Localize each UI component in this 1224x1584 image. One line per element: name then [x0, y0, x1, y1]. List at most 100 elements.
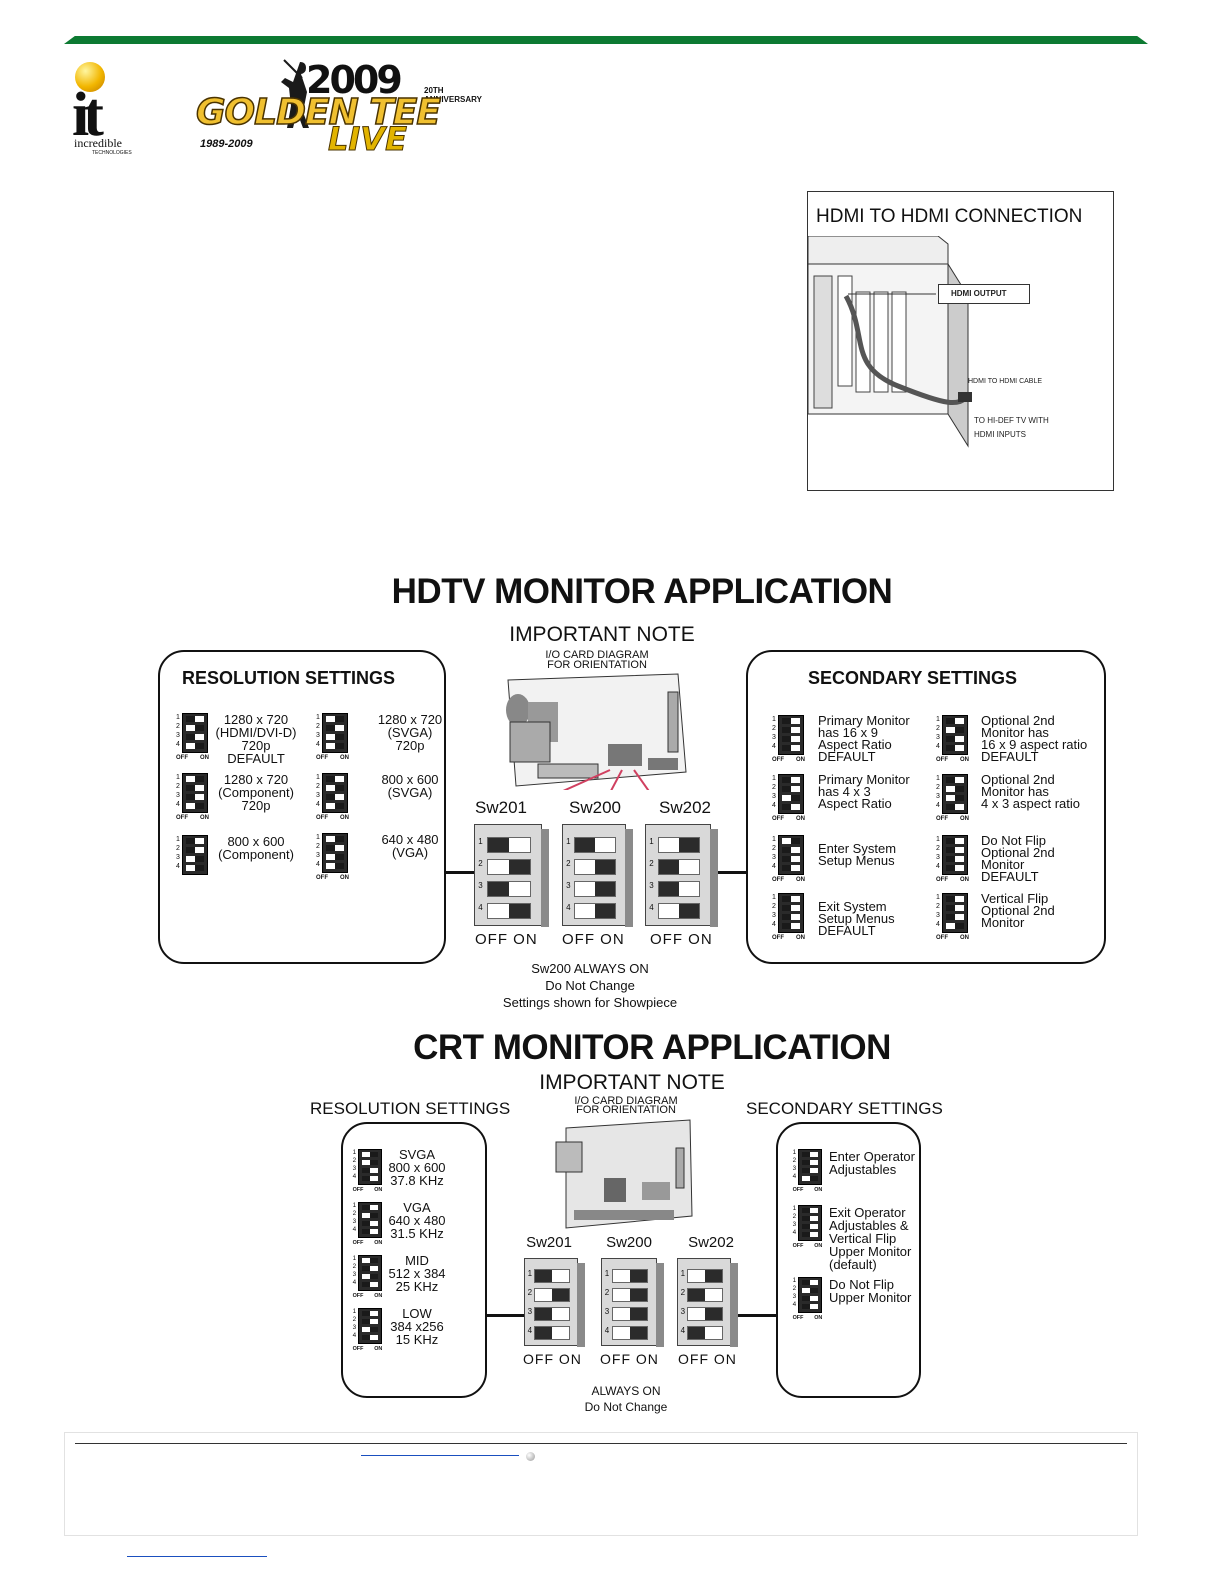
dip-knob [195, 776, 204, 782]
dip-slot [361, 1221, 378, 1227]
hdmi-title: HDMI TO HDMI CONNECTION [816, 206, 1083, 227]
dip-number: 4 [792, 1229, 797, 1237]
dip-number: 2 [316, 723, 320, 730]
dip-number: 4 [792, 1173, 797, 1181]
dip-knob [782, 896, 791, 902]
dip-number: 1 [316, 714, 320, 721]
hdtv-resolution-text: 1280 x 720 [223, 712, 289, 727]
dip-on-label: ON [200, 815, 209, 821]
hdtv-secondary-text: Setup Menus [818, 853, 895, 868]
dip-number: 3 [772, 734, 776, 741]
footer-link[interactable] [361, 1455, 519, 1456]
dip-knob [782, 923, 791, 929]
dip-slot [186, 803, 204, 809]
hdtv-resolution-title: RESOLUTION SETTINGS [182, 668, 396, 688]
dip-number: 2 [352, 1157, 357, 1164]
dip-slot [326, 803, 344, 809]
crt-switch-label-sw202: Sw202 [688, 1234, 734, 1251]
dip-number: 3 [792, 1221, 797, 1229]
hdmi-illustration [808, 236, 972, 448]
crt-offon-sw202: OFF ON [678, 1351, 737, 1367]
dip-slot [186, 776, 204, 782]
dip-number: 2 [772, 903, 776, 910]
hdtv-resolution-text: 720p [241, 738, 271, 753]
hdtv-resolution-text: 1280 x 720 [377, 712, 443, 727]
hdtv-resolution-text: (SVGA) [387, 725, 433, 740]
dip-number: 4 [176, 741, 180, 748]
dip-slot [946, 923, 964, 929]
dip-knob [801, 1215, 810, 1222]
dip-knob [195, 803, 204, 809]
dip-number: 4 [772, 863, 776, 870]
dip-number: 4 [316, 801, 320, 808]
dip-switch-icon [322, 833, 348, 873]
dip-on-label: ON [960, 877, 969, 883]
dip-knob [335, 785, 344, 791]
dip-on-label: ON [814, 1315, 823, 1322]
hdtv-secondary-text: Aspect Ratio [818, 796, 892, 811]
crt-resolution-title: RESOLUTION SETTINGS [310, 1099, 511, 1118]
dip-slot [782, 795, 800, 801]
hdtv-secondary-text: Optional 2nd [981, 903, 1055, 918]
crt-caption-2: Do Not Change [584, 1400, 668, 1414]
dip-knob [782, 865, 791, 871]
dip-knob [195, 743, 204, 749]
dip-number: 2 [316, 783, 320, 790]
switch-number: 2 [478, 859, 483, 868]
dip-slot [801, 1304, 818, 1310]
dip-number: 3 [792, 1293, 797, 1301]
switch-slot [611, 1269, 649, 1284]
dip-slot [326, 725, 344, 731]
bottom-link[interactable] [127, 1556, 267, 1557]
dip-number: 3 [936, 912, 940, 919]
crt-switch-label-sw201: Sw201 [526, 1234, 572, 1251]
hdtv-secondary-text: DEFAULT [818, 749, 876, 764]
dip-knob [335, 854, 344, 860]
dip-slot [946, 727, 964, 733]
dip-number: 1 [936, 775, 940, 782]
switch-slot [574, 837, 616, 853]
dip-off-label: OFF [792, 1315, 804, 1322]
dip-knob [809, 1287, 818, 1294]
dip-knob [326, 845, 335, 851]
switch-slot [534, 1288, 570, 1303]
dip-knob [335, 836, 344, 842]
dip-number: 2 [792, 1213, 797, 1220]
dip-switch-icon [778, 835, 804, 875]
switch-block-side [656, 1263, 664, 1347]
dip-slot [361, 1229, 378, 1235]
hdtv-resolution-text: (VGA) [391, 845, 429, 860]
crt-diagram-label-1: I/O CARD DIAGRAM [574, 1095, 678, 1107]
dip-number: 1 [936, 836, 940, 843]
dip-knob [186, 734, 195, 740]
switch-knob [629, 1270, 648, 1283]
dip-number: 2 [936, 903, 940, 910]
dip-switch-icon [358, 1255, 382, 1292]
hdtv-resolution-text: DEFAULT [227, 751, 285, 766]
dip-on-label: ON [796, 757, 805, 763]
switch-block-side [710, 829, 718, 927]
dip-number: 2 [352, 1210, 357, 1217]
dip-number: 3 [176, 732, 180, 739]
switch-knob [688, 1289, 705, 1302]
dip-slot [801, 1224, 818, 1230]
dip-slot [361, 1151, 378, 1158]
dip-off-label: OFF [772, 935, 784, 941]
switch-slot [657, 837, 701, 853]
dip-knob [946, 745, 955, 751]
switch-slot [657, 903, 701, 919]
switch-knob [535, 1327, 552, 1340]
dip-switch-icon [322, 773, 348, 813]
switch-slot [611, 1307, 649, 1322]
dip-number: 3 [352, 1218, 357, 1226]
dip-slot [782, 804, 800, 810]
crt-secondary-text: Adjustables & [829, 1218, 909, 1233]
dip-slot [326, 863, 344, 869]
dip-number: 4 [792, 1301, 797, 1309]
switch-slot [687, 1326, 723, 1341]
crt-secondary-text: Upper Monitor [829, 1244, 912, 1259]
golden-tee-logo: 2009 20TH ANNIVERSARY GOLDEN TEE LIVE 19… [168, 58, 488, 159]
hdtv-resolution-text: (Component) [218, 785, 294, 800]
switch-block-side [730, 1263, 738, 1347]
dip-slot [782, 865, 800, 871]
